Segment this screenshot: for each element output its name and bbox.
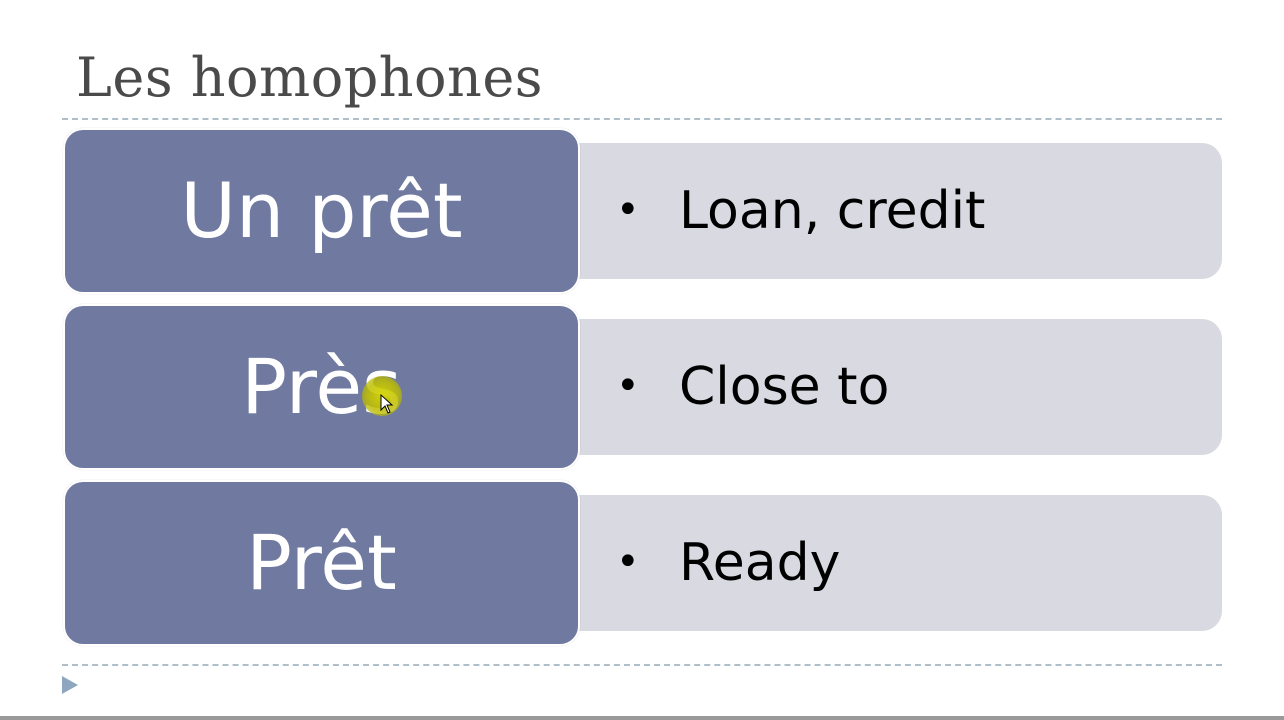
term-box: Un prêt	[63, 128, 580, 294]
homophone-row-2: Close to • Près	[63, 304, 1223, 470]
definition-box: Loan, credit	[543, 143, 1222, 279]
bullet-icon: •	[616, 187, 640, 233]
bullet-icon: •	[616, 539, 640, 585]
homophone-row-1: Loan, credit • Un prêt	[63, 128, 1223, 294]
window-bottom-edge	[0, 716, 1284, 720]
term-text: Prêt	[246, 518, 397, 607]
homophone-row-3: Ready • Prêt	[63, 480, 1223, 646]
definition-text: Loan, credit	[679, 181, 986, 241]
mouse-pointer-icon	[380, 394, 394, 414]
definition-text: Ready	[679, 533, 841, 593]
definition-box: Close to	[543, 319, 1222, 455]
definition-text: Close to	[679, 357, 890, 417]
play-triangle-icon[interactable]	[62, 676, 78, 694]
slide-title: Les homophones	[76, 46, 544, 109]
bottom-dashed-divider	[62, 664, 1222, 666]
definition-box: Ready	[543, 495, 1222, 631]
term-text: Un prêt	[180, 166, 463, 255]
bullet-icon: •	[616, 363, 640, 409]
term-box: Près	[63, 304, 580, 470]
term-box: Prêt	[63, 480, 580, 646]
top-dashed-divider	[62, 118, 1222, 120]
